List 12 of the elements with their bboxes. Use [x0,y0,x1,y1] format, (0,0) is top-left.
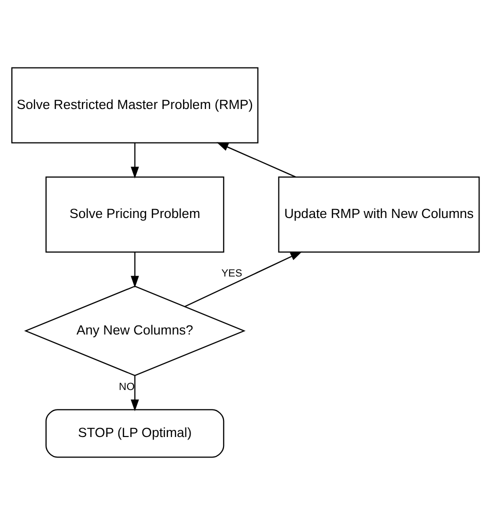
arrow [216,142,296,178]
arrow [130,376,139,412]
node-box: Update RMP with New Columns [278,176,480,253]
edge-label: NO [118,382,135,393]
arrow [184,251,302,308]
arrow [130,252,139,288]
node-diamond: Any New Columns? [24,286,246,376]
node-box: STOP (LP Optimal) [45,409,224,458]
node-box: Solve Pricing Problem [45,176,224,253]
edge-label: YES [221,268,242,280]
arrow [130,142,139,178]
node-box: Solve Restricted Master Problem (RMP) [11,67,258,144]
